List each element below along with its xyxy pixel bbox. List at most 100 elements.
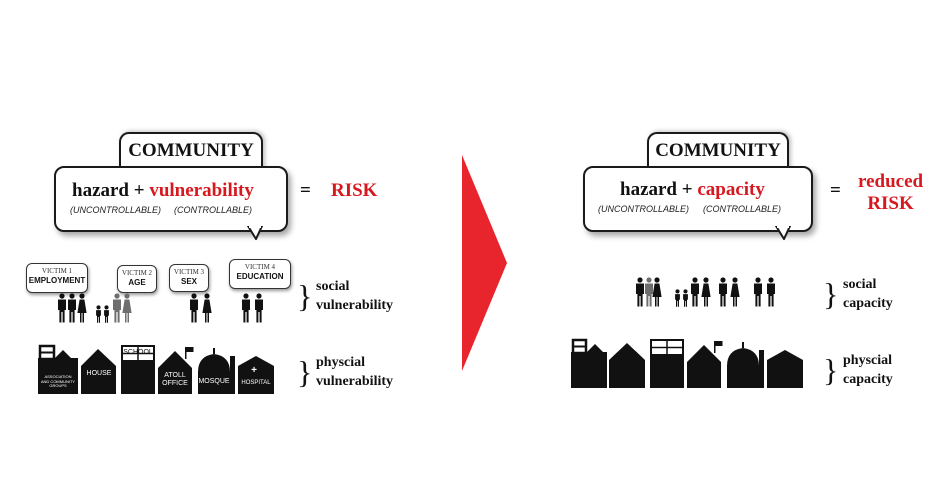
community-title-right: COMMUNITY [655,140,781,161]
person-man-grey-icon [645,277,653,307]
vulnerability-word-physical: vulnerability [316,374,394,389]
reduced-risk-result: reduced RISK [858,171,923,215]
equation-bubble-right [583,166,813,232]
victim-1-title: VICTIM 1 [41,267,73,275]
equation-right: hazard + capacity [620,179,765,201]
brace-social-right: } [823,276,839,312]
mosque-label: MOSQUE [198,378,230,385]
community-title-left: COMMUNITY [128,140,254,161]
bubble-tail-right [774,225,792,242]
victim-2-bubble: VICTIM 2 AGE [117,265,157,293]
person-woman-icon [652,277,662,307]
physical-vulnerability-label: physcial vulnerability [316,353,393,391]
capacity-word-physical: capacity [843,372,893,387]
person-woman-icon [202,293,212,323]
victim-1-bubble: VICTIM 1 EMPLOYMENT [26,263,88,293]
school-label: SCHOOL [123,349,153,356]
social-word-left: social [316,279,350,294]
physcial-word-left: physcial [316,355,366,370]
victim-3-title: VICTIM 3 [173,268,205,276]
bubble-tail-left [246,225,264,242]
atoll-office-building-icon [158,347,194,394]
victim-4-factor: EDUCATION [236,272,284,281]
victim-2-title: VICTIM 2 [121,269,153,277]
hospital-label: HOSPITAL [241,380,271,386]
plus-sign-right: + [681,179,693,200]
plus-sign-left: + [133,180,145,201]
person-man-icon [754,277,762,307]
hospital-building-icon [238,356,274,394]
house-building-icon [609,343,645,388]
hazard-term-left: hazard [72,180,129,201]
controllable-note-left: (CONTROLLABLE) [174,205,253,215]
school-building-icon [650,339,684,388]
physical-capacity-label: physcial capacity [843,351,893,389]
capacity-word-social: capacity [843,296,893,311]
social-capacity-label: social capacity [843,275,893,313]
person-man-icon [68,293,76,323]
person-man-icon [636,277,644,307]
physcial-word-right: physcial [843,353,893,368]
community-groups-building-icon [571,338,607,388]
community-groups-label: ASSOCIATION AND COMMUNITY GROUPS [40,374,76,389]
transition-arrow-icon [462,155,507,371]
hospital-building-icon [767,350,803,388]
equation-left: hazard + vulnerability [72,180,254,202]
atoll-office-building-icon [687,341,723,388]
physical-vulnerability-buildings [38,344,274,394]
social-word-right: social [843,277,877,292]
person-child-icon [683,289,688,307]
person-woman-icon [77,293,87,323]
victim-4-bubble: VICTIM 4 EDUCATION [229,259,291,289]
person-man-grey-icon [113,293,121,323]
risk-word-right: RISK [867,193,914,214]
hospital-cross-icon: + [251,365,257,376]
reduced-word: reduced [858,171,924,192]
person-man-icon [58,293,66,323]
brace-physical-right: } [823,352,839,388]
person-man-icon [719,277,727,307]
brace-social-left: } [297,278,313,314]
house-building-icon [81,349,116,394]
person-child-icon [96,305,101,323]
victim-3-factor: SEX [180,277,197,286]
person-woman-grey-icon [122,293,132,323]
person-woman-icon [701,277,711,307]
person-man-icon [767,277,775,307]
victim-2-factor: AGE [128,278,146,287]
social-vulnerability-figures [58,293,263,323]
social-capacity-figures [636,277,775,307]
community-tab-left: COMMUNITY [119,132,263,170]
vulnerability-word-social: vulnerability [316,298,394,313]
person-child-icon [104,305,109,323]
equals-sign-left: = [300,180,311,201]
person-woman-icon [730,277,740,307]
person-child-icon [675,289,680,307]
hazard-term-right: hazard [620,179,677,200]
person-man-icon [255,293,263,323]
social-vulnerability-label: social vulnerability [316,277,393,315]
controllable-note-right: (CONTROLLABLE) [703,204,782,214]
risk-result: RISK [331,180,378,201]
community-groups-building-icon [38,344,78,394]
uncontrollable-note-right: (UNCONTROLLABLE) [598,204,690,214]
uncontrollable-note-left: (UNCONTROLLABLE) [70,205,162,215]
mosque-building-icon [727,342,764,388]
person-man-icon [190,293,198,323]
atoll-office-label: ATOLL OFFICE [162,372,188,388]
victim-3-bubble: VICTIM 3 SEX [169,264,209,292]
brace-physical-left: } [297,354,313,390]
victim-4-title: VICTIM 4 [244,263,276,271]
person-man-icon [242,293,250,323]
capacity-term: capacity [697,179,765,200]
school-building-icon [121,345,155,394]
community-tab-right: COMMUNITY [647,132,789,170]
vulnerability-term: vulnerability [149,180,254,201]
house-label: HOUSE [86,370,112,377]
victim-1-factor: EMPLOYMENT [28,276,86,285]
physical-capacity-buildings [571,338,803,388]
equals-sign-right: = [830,180,841,201]
person-man-icon [691,277,699,307]
equation-bubble-left [54,166,288,232]
mosque-building-icon [198,348,235,394]
